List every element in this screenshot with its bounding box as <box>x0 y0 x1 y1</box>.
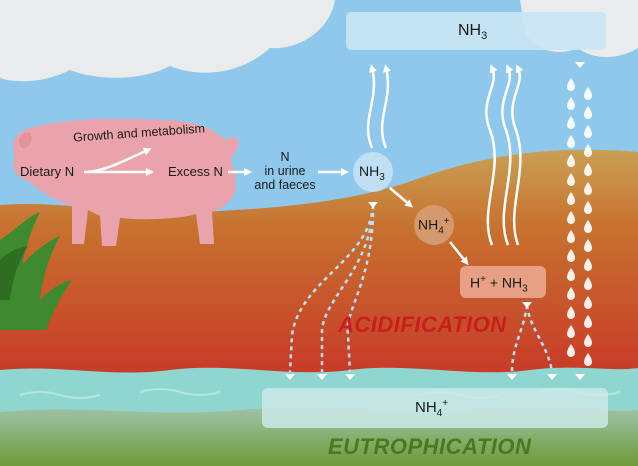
nh3-atmosphere-label: NH3 <box>458 22 487 42</box>
urine-line3-text: and faeces <box>252 178 318 192</box>
urine-line2-text: in urine <box>252 164 318 178</box>
nh4-soil-label: NH4+ <box>418 216 450 236</box>
nh4-water-label: NH4+ <box>415 398 448 419</box>
eutrophication-label: EUTROPHICATION <box>328 434 531 460</box>
dietary-label: Dietary N <box>20 164 74 179</box>
h-nh3-label: H+ + NH3 <box>470 274 528 294</box>
excess-label: Excess N <box>168 164 223 179</box>
urine-label: N in urine and faeces <box>252 150 318 192</box>
urine-n-text: N <box>252 150 318 164</box>
acidification-label: ACIDIFICATION <box>338 312 507 338</box>
nh3-soil-label: NH3 <box>359 163 385 183</box>
